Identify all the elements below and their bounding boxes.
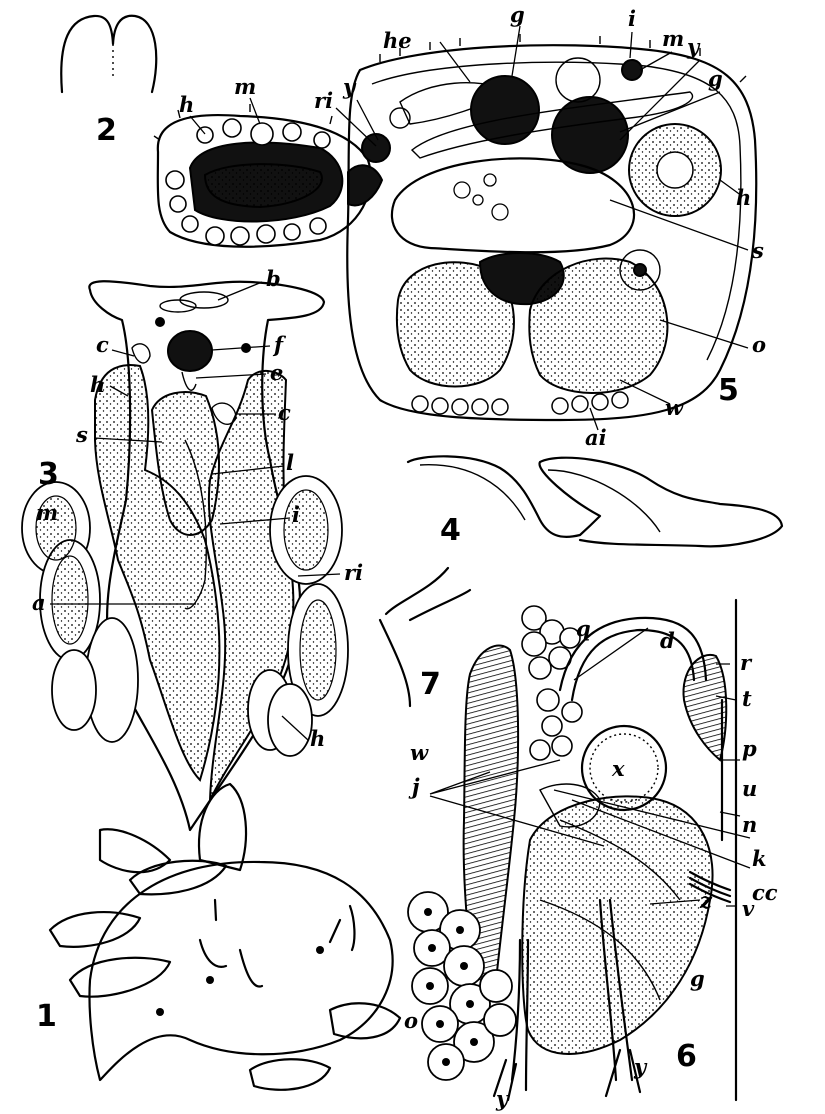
figure-3: b f c e h c s l i m ri a h 3 bbox=[22, 266, 363, 830]
label-f: f bbox=[272, 332, 287, 357]
label-n: n bbox=[742, 812, 757, 837]
label-i: i bbox=[628, 6, 636, 31]
label-o-2: o bbox=[404, 1008, 418, 1033]
label-ri-2: ri bbox=[344, 560, 363, 585]
label-j: j bbox=[408, 774, 420, 799]
label-y-2: y bbox=[342, 74, 357, 99]
figure-number-1: 1 bbox=[36, 999, 57, 1034]
label-z: z bbox=[699, 888, 713, 913]
label-y-3: y bbox=[495, 1086, 510, 1111]
label-c: c bbox=[96, 332, 109, 357]
label-cc: cc bbox=[752, 880, 778, 905]
label-h: h bbox=[736, 185, 751, 210]
label-y-4: y bbox=[633, 1054, 648, 1079]
label-s: s bbox=[751, 238, 764, 263]
label-g: g bbox=[510, 2, 525, 27]
label-e: e bbox=[270, 360, 283, 385]
label-g-2: g bbox=[708, 66, 723, 91]
label-ri: ri bbox=[314, 88, 333, 113]
label-ai: ai bbox=[585, 425, 607, 450]
label-t: t bbox=[742, 686, 752, 711]
label-w: w bbox=[665, 395, 684, 420]
label-d: d bbox=[660, 628, 675, 653]
label-he: he bbox=[383, 28, 412, 53]
label-i-2: i bbox=[292, 502, 300, 527]
label-w-2: w bbox=[410, 740, 429, 765]
label-m-3: m bbox=[36, 500, 58, 525]
label-h-3: h bbox=[90, 372, 105, 397]
label-u: u bbox=[742, 776, 757, 801]
label-v: v bbox=[742, 896, 755, 921]
label-l: l bbox=[286, 450, 294, 475]
label-b: b bbox=[266, 266, 281, 291]
figure-5: he g i m y ri y g h m h s o w ai 5 bbox=[154, 2, 766, 450]
figure-7: 7 bbox=[380, 568, 470, 706]
figure-number-7: 7 bbox=[420, 667, 441, 702]
figure-6: q d r t p w u j x n k cc z v g o y y 6 bbox=[404, 600, 778, 1111]
figure-1: 1 bbox=[36, 784, 400, 1090]
label-h-2: h bbox=[179, 92, 194, 117]
label-y: y bbox=[686, 34, 701, 59]
figure-number-2: 2 bbox=[96, 113, 117, 148]
label-r: r bbox=[740, 650, 753, 675]
label-o: o bbox=[752, 332, 766, 357]
label-m: m bbox=[662, 26, 684, 51]
label-x: x bbox=[611, 756, 625, 781]
label-c-2: c bbox=[278, 400, 291, 425]
label-p: p bbox=[742, 736, 757, 761]
label-a: a bbox=[32, 590, 46, 615]
label-h-4: h bbox=[310, 726, 325, 751]
figure-number-4: 4 bbox=[440, 513, 461, 548]
figure-2: 2 bbox=[61, 16, 156, 148]
label-s-2: s bbox=[75, 422, 88, 447]
label-q: q bbox=[576, 616, 591, 641]
figure-4: 4 bbox=[408, 456, 782, 548]
figure-number-3: 3 bbox=[38, 457, 59, 492]
label-k: k bbox=[752, 846, 767, 871]
label-g-3: g bbox=[690, 966, 705, 991]
figure-number-5: 5 bbox=[718, 373, 739, 408]
figure-number-6: 6 bbox=[676, 1039, 697, 1074]
label-m-2: m bbox=[234, 74, 256, 99]
